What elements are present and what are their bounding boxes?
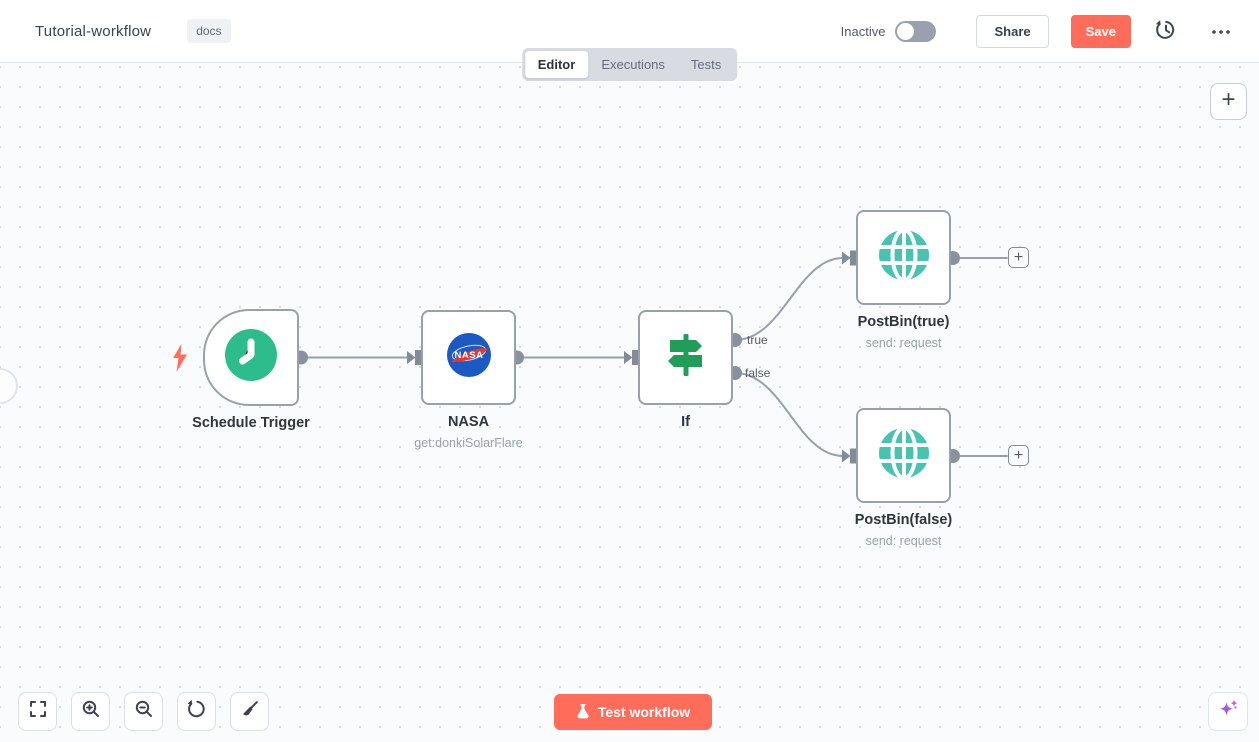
tab-tests[interactable]: Tests xyxy=(690,57,722,72)
reset-zoom-button[interactable] xyxy=(177,692,216,731)
globe-icon xyxy=(877,228,931,287)
flask-icon xyxy=(576,703,590,722)
edge-if-false-to-postbin-false xyxy=(734,372,844,457)
tidy-up-icon xyxy=(240,699,260,724)
edge-if-true-to-postbin-true xyxy=(734,257,844,341)
test-workflow-button[interactable]: Test workflow xyxy=(554,694,712,730)
output-label-true: true xyxy=(747,333,768,347)
active-toggle[interactable] xyxy=(895,20,937,42)
node-label: PostBin(true) xyxy=(857,314,950,330)
node-postbin-false-box[interactable] xyxy=(856,408,951,503)
toggle-knob xyxy=(897,22,915,40)
ai-sparkle-icon xyxy=(1216,698,1240,725)
tidy-up-button[interactable] xyxy=(230,692,269,731)
tab-editor[interactable]: Editor xyxy=(524,51,589,78)
fit-view-icon xyxy=(28,699,48,724)
more-options-icon xyxy=(1211,24,1231,39)
more-options-button[interactable] xyxy=(1207,20,1235,43)
node-label: If xyxy=(681,414,690,430)
status-label: Inactive xyxy=(840,23,886,39)
globe-icon xyxy=(877,426,931,485)
zoom-out-button[interactable] xyxy=(124,692,163,731)
node-if: If xyxy=(638,310,733,430)
test-workflow-label: Test workflow xyxy=(597,704,691,720)
save-button[interactable]: Save xyxy=(1070,14,1131,48)
node-if-box[interactable] xyxy=(638,310,733,405)
node-label: PostBin(false) xyxy=(854,512,953,528)
workflow-canvas[interactable]: Schedule Trigger NASA NASA get:donkiSola… xyxy=(0,63,1259,742)
node-schedule-trigger-box[interactable] xyxy=(203,309,299,406)
clock-icon xyxy=(225,329,277,386)
tab-executions[interactable]: Executions xyxy=(601,57,665,72)
add-node-after-postbin-false-button[interactable]: + xyxy=(1008,445,1029,466)
node-postbin-false: PostBin(false) send: request xyxy=(855,408,952,548)
node-subtitle: get:donkiSolarFlare xyxy=(414,436,523,450)
add-node-after-postbin-true-button[interactable]: + xyxy=(1008,247,1029,268)
nasa-logo: NASA xyxy=(446,332,492,383)
output-label-false: false xyxy=(745,366,771,380)
signpost-icon xyxy=(661,330,711,385)
ai-assistant-button[interactable] xyxy=(1208,692,1248,731)
canvas-controls xyxy=(18,692,269,731)
view-tabs: Editor Executions Tests xyxy=(521,48,738,81)
open-nodes-panel-button[interactable]: + xyxy=(1210,83,1247,120)
node-postbin-true-box[interactable] xyxy=(856,210,951,305)
workflow-title[interactable]: Tutorial-workflow xyxy=(35,22,152,40)
workflow-tag[interactable]: docs xyxy=(187,19,231,43)
svg-text:NASA: NASA xyxy=(454,350,483,361)
node-label: NASA xyxy=(447,414,490,430)
share-button[interactable]: Share xyxy=(976,14,1049,48)
node-label: Schedule Trigger xyxy=(192,415,310,431)
header-actions: Inactive Share Save xyxy=(840,14,1235,48)
reset-zoom-icon xyxy=(187,699,207,724)
left-panel-handle[interactable] xyxy=(0,368,18,404)
connection-lines xyxy=(294,250,1008,464)
node-nasa-box[interactable]: NASA xyxy=(421,310,516,405)
zoom-in-icon xyxy=(81,699,101,724)
node-subtitle: send: request xyxy=(865,534,942,548)
node-postbin-true: PostBin(true) send: request xyxy=(856,210,951,350)
trigger-bolt-icon xyxy=(171,343,189,378)
zoom-in-button[interactable] xyxy=(71,692,110,731)
history-icon xyxy=(1155,19,1177,44)
node-subtitle: send: request xyxy=(865,336,942,350)
node-schedule-trigger: Schedule Trigger xyxy=(192,309,310,431)
node-nasa: NASA NASA get:donkiSolarFlare xyxy=(414,310,523,450)
history-button[interactable] xyxy=(1151,15,1181,48)
zoom-out-icon xyxy=(134,699,154,724)
fit-view-button[interactable] xyxy=(18,692,57,731)
